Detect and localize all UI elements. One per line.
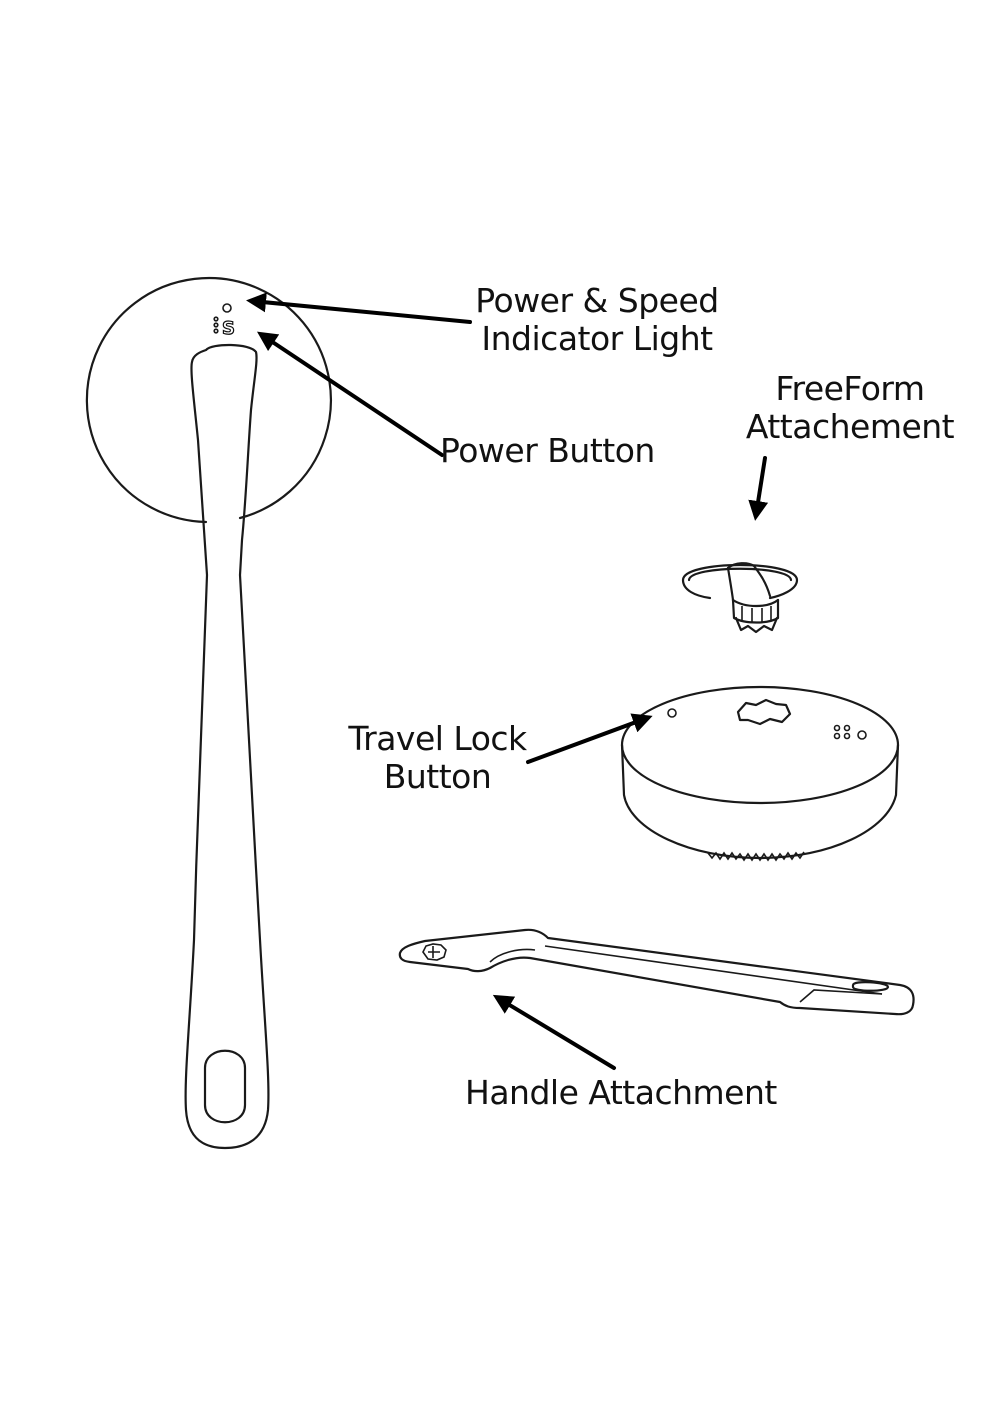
label-travel-lock-line2: Button: [383, 757, 492, 796]
label-freeform-line2: Attachement: [745, 407, 955, 446]
handle-attachment-part: [398, 928, 915, 1016]
label-travel-lock-line1: Travel Lock: [348, 719, 527, 758]
scrubber-head-disc: [85, 277, 332, 524]
head-indicator-icon: [857, 730, 867, 740]
label-power-speed-line1: Power & Speed: [475, 281, 719, 320]
label-handle-attachment-text: Handle Attachment: [465, 1073, 777, 1112]
socket-opening: [736, 698, 792, 726]
arrow-indicator-light: [246, 292, 472, 324]
arrow-freeform: [748, 456, 769, 521]
label-freeform-attachment: FreeForm Attachement: [740, 370, 960, 446]
label-power-button-text: Power Button: [440, 431, 655, 470]
arrow-travel-lock: [526, 713, 653, 764]
label-freeform-line1: FreeForm: [775, 369, 925, 408]
arrow-handle-attachment: [492, 994, 616, 1070]
label-power-button: Power Button: [440, 432, 655, 470]
label-handle-attachment: Handle Attachment: [465, 1074, 777, 1112]
handle-hang-hole: [203, 1049, 247, 1124]
head-logo-icon: [833, 724, 851, 740]
scrubber-with-long-handle: S: [85, 277, 332, 1150]
logo-glyph: S: [222, 318, 235, 339]
freeform-attachment: [681, 562, 799, 634]
scrubber-head: [620, 685, 900, 862]
power-button-icon: S: [213, 316, 236, 340]
label-travel-lock-button: Travel Lock Button: [340, 720, 535, 796]
long-handle-body: [184, 343, 270, 1150]
indicator-light-icon: [222, 303, 232, 313]
label-power-speed-line2: Indicator Light: [481, 319, 713, 358]
label-power-speed-indicator: Power & Speed Indicator Light: [462, 282, 732, 358]
arrow-power-button: [257, 331, 444, 457]
travel-lock-button-icon: [667, 708, 677, 718]
